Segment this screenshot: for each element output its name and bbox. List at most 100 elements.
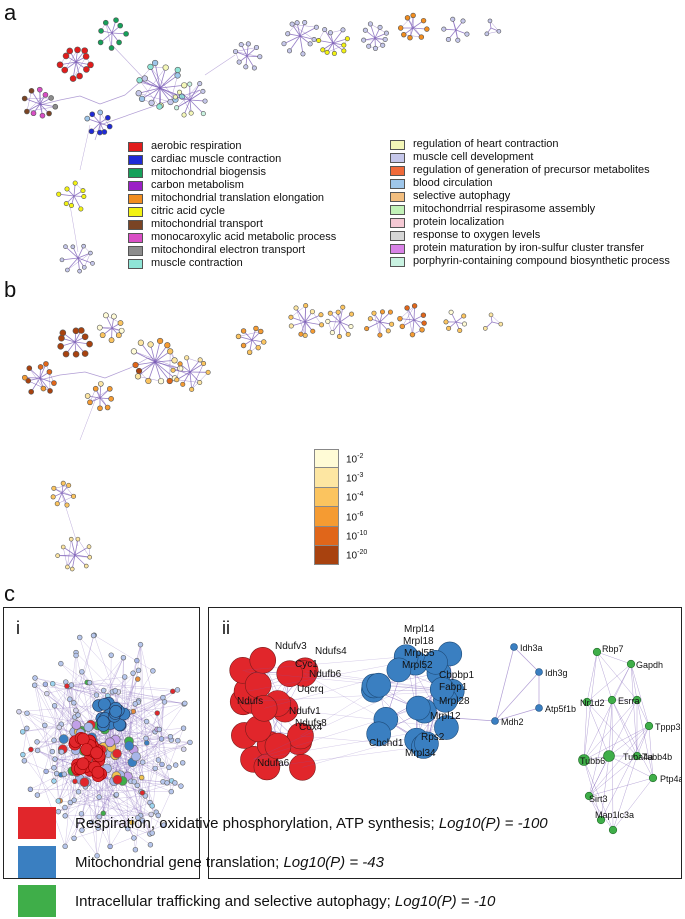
cluster-pval-1: Log10(P) = -100 <box>438 814 548 832</box>
network-node <box>66 47 74 55</box>
panel-letter-c: c <box>4 581 15 606</box>
network-node <box>71 720 82 730</box>
network-edge <box>115 690 163 698</box>
network-edge <box>583 663 632 761</box>
network-edge <box>106 768 111 847</box>
network-edge <box>145 738 191 743</box>
network-node <box>582 697 592 707</box>
network-edge <box>59 774 65 801</box>
legend-swatch <box>128 154 143 165</box>
network-edge <box>108 703 185 754</box>
network-edge <box>612 755 638 831</box>
network-edge <box>588 699 613 797</box>
network-edge <box>339 307 344 323</box>
network-edge <box>53 485 69 489</box>
network-edge <box>332 312 339 333</box>
network-edge <box>154 361 162 382</box>
network-edge <box>30 789 172 792</box>
network-node <box>174 72 181 79</box>
network-edge <box>59 771 77 801</box>
network-node <box>399 323 406 330</box>
legend-item: aerobic respiration <box>128 140 336 153</box>
cluster-pval-3: Log10(P) = -10 <box>394 892 496 910</box>
cluster-text-2: Mitochondrial gene translation; <box>75 853 284 871</box>
network-edge <box>129 711 162 740</box>
network-node <box>108 45 115 51</box>
network-node <box>36 86 43 93</box>
network-node <box>311 37 317 43</box>
network-edge <box>60 657 124 775</box>
network-edge <box>99 782 168 798</box>
network-node <box>251 65 257 71</box>
legend-item: citric acid cycle <box>128 205 336 218</box>
network-node <box>124 741 134 751</box>
network-edge <box>596 651 632 665</box>
network-node <box>201 361 207 367</box>
network-node <box>331 50 337 56</box>
network-node <box>144 740 150 746</box>
network-node <box>28 746 34 753</box>
network-edge <box>611 699 654 779</box>
network-node <box>135 676 141 682</box>
panel-c-i-label: i <box>16 618 20 638</box>
legend-swatch <box>390 230 405 241</box>
scale-step: 10-10 <box>314 526 402 546</box>
network-node <box>607 695 617 705</box>
network-node <box>253 325 259 332</box>
network-node <box>293 305 299 311</box>
legend-item: mitochondiral electron transport <box>128 244 336 257</box>
network-node <box>168 788 174 795</box>
network-edge <box>630 663 638 701</box>
network-node <box>404 305 410 311</box>
network-edge <box>289 35 301 52</box>
network-node <box>325 318 331 324</box>
network-edge <box>39 99 61 106</box>
network-edge <box>135 703 168 783</box>
network-edge <box>453 717 496 722</box>
network-edge <box>189 99 204 114</box>
scale-base: 10 <box>346 492 358 504</box>
network-node <box>31 682 38 688</box>
network-node <box>102 19 109 26</box>
legend-item: regulation of generation of precursor me… <box>390 164 670 177</box>
network-edge <box>630 663 638 757</box>
network-node <box>60 480 66 486</box>
legend-swatch <box>128 206 143 217</box>
gene-label: Tubb6 <box>580 756 605 766</box>
network-edge <box>611 699 614 831</box>
network-node <box>410 12 416 19</box>
network-edge <box>324 29 334 44</box>
network-node <box>90 746 103 760</box>
network-edge <box>22 727 60 732</box>
network-node <box>243 64 249 70</box>
network-edge <box>400 15 414 29</box>
network-node <box>95 825 101 831</box>
network-node <box>320 47 326 53</box>
gene-label: Idh3a <box>520 643 543 653</box>
network-edge <box>129 712 143 821</box>
network-edge <box>161 697 164 739</box>
network-node <box>102 312 109 319</box>
network-node <box>134 782 140 789</box>
legend-label: monocaroxylic acid metabolic process <box>151 231 337 243</box>
network-node <box>56 724 62 731</box>
network-node <box>592 647 602 657</box>
gene-label: Fabp1 <box>439 682 468 693</box>
network-node <box>58 660 64 667</box>
network-node <box>98 381 104 387</box>
network-node <box>46 110 52 117</box>
network-node <box>69 566 75 572</box>
network-edge <box>452 19 459 41</box>
cluster-swatch-green <box>18 885 56 917</box>
legend-label: protein maturation by iron-sulfur cluste… <box>413 242 645 254</box>
network-edge <box>154 361 176 379</box>
network-edge <box>130 703 185 782</box>
gene-label: Ndufb6 <box>309 669 342 680</box>
network-edge <box>238 331 261 337</box>
network-edge <box>110 824 164 847</box>
network-node <box>100 810 106 816</box>
network-node <box>461 321 467 327</box>
network-node <box>51 485 57 491</box>
network-node <box>69 75 77 82</box>
